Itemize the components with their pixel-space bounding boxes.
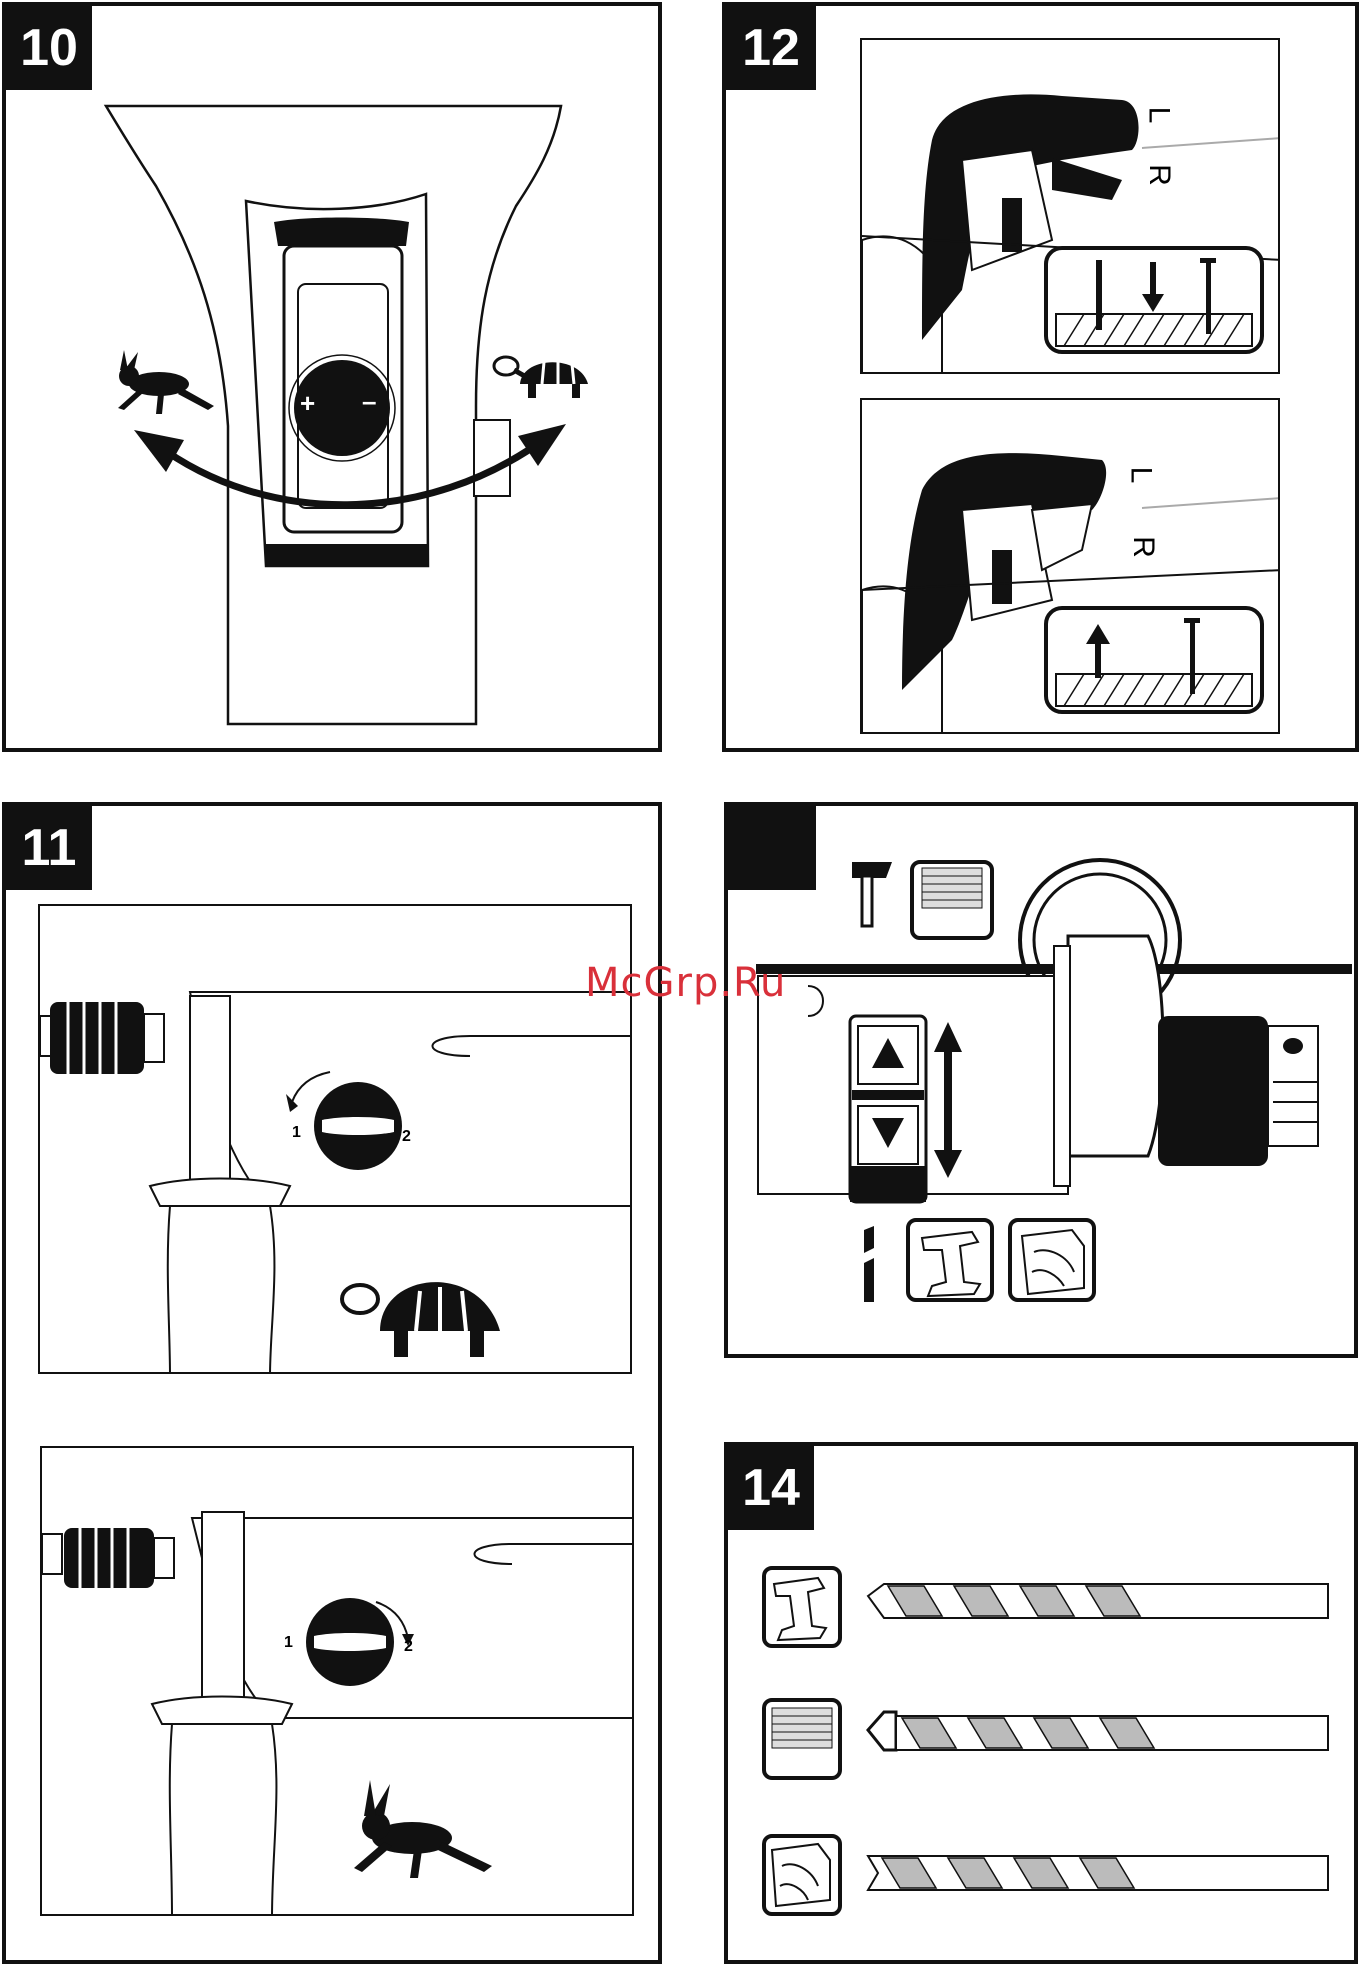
label-l: L [1141, 107, 1175, 124]
drill-side-illustration [40, 906, 632, 1374]
label-r: R [1126, 536, 1160, 558]
gear-selector-dial[interactable] [314, 1082, 402, 1170]
panel-number: 12 [726, 6, 816, 90]
reverse-switch-reverse: L R [860, 398, 1280, 734]
screw-in-icon [1044, 246, 1264, 356]
position-2-label: 2 [404, 1638, 413, 1656]
turtle-icon [492, 344, 602, 404]
plus-sign: + [300, 388, 315, 419]
position-1-label: 1 [284, 1634, 293, 1652]
panel-10: 10 + – [2, 2, 662, 752]
brick-icon [912, 862, 992, 938]
metal-beam-icon [764, 1568, 840, 1646]
panel-14: 14 [724, 1442, 1358, 1964]
wood-icon [1010, 1220, 1094, 1300]
hss-drill-bit [868, 1584, 1328, 1618]
gear-position-1: 1 2 [38, 904, 632, 1374]
drill-side-illustration [42, 1448, 634, 1916]
watermark: McGrp.Ru [585, 960, 786, 1006]
minus-sign: – [362, 386, 376, 417]
gear-position-2: 1 2 [40, 1446, 634, 1916]
arrow-up-icon[interactable] [858, 1026, 918, 1084]
masonry-drill-bit [868, 1712, 1328, 1750]
panel-number: 11 [6, 806, 92, 890]
position-1-label: 1 [292, 1124, 301, 1142]
arrow-down-icon[interactable] [858, 1106, 918, 1164]
turtle-icon [342, 1282, 500, 1357]
panel-12: 12 L R [722, 2, 1359, 752]
panel-13 [724, 802, 1358, 1358]
wood-icon [764, 1836, 840, 1914]
wood-drill-bit [868, 1856, 1328, 1890]
drill-bit-icon [858, 1226, 878, 1302]
screw-out-icon [1044, 606, 1264, 716]
metal-beam-icon [908, 1220, 992, 1300]
label-l: L [1123, 467, 1157, 484]
rabbit-icon [354, 1780, 492, 1878]
drill-bit-types [728, 1446, 1358, 1964]
reverse-switch-forward: L R [860, 38, 1280, 374]
label-r: R [1142, 164, 1176, 186]
hammer-icon [852, 862, 892, 926]
position-2-label: 2 [402, 1128, 411, 1146]
brick-icon [764, 1700, 840, 1778]
mode-switch-illustration [728, 806, 1358, 1358]
panel-11: 11 [2, 802, 662, 1964]
gear-selector-dial[interactable] [306, 1598, 394, 1686]
rabbit-icon [104, 348, 224, 418]
